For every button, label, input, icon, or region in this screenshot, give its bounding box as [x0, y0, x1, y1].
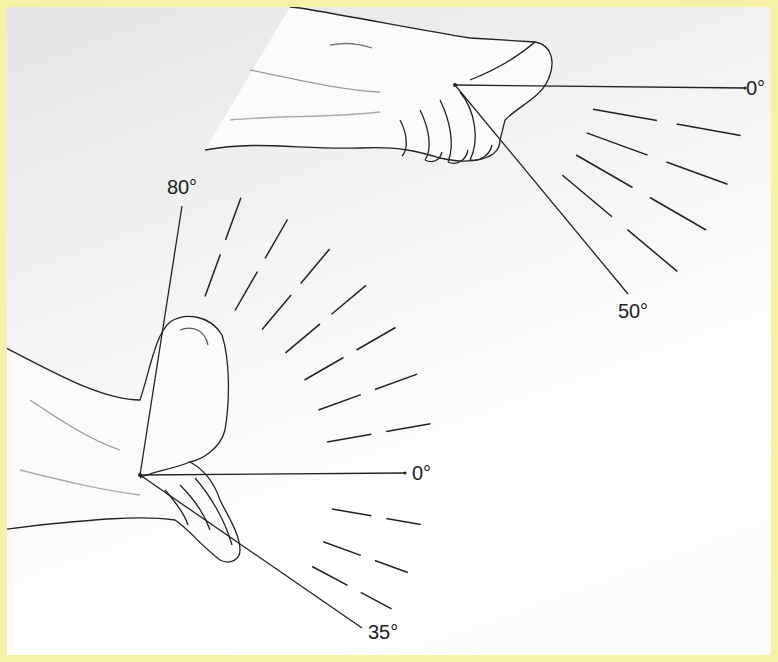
arc-dash	[235, 272, 258, 311]
bottom-foot	[7, 316, 240, 562]
pivot-dots	[138, 83, 747, 477]
angle-label: 35°	[366, 621, 400, 643]
arc-dash	[375, 561, 408, 573]
arc-dash	[650, 198, 706, 231]
arc-dash	[305, 358, 344, 381]
arc-dash	[593, 109, 657, 120]
angle-lines	[140, 85, 745, 628]
arc-dash	[627, 230, 677, 272]
arc-dash	[312, 567, 347, 586]
arc-dashes	[205, 109, 741, 609]
arc-dash	[327, 434, 371, 442]
arc-dash	[265, 220, 288, 259]
arc-dash	[576, 155, 632, 188]
arc-dash	[332, 285, 367, 314]
arc-dash	[319, 395, 361, 410]
arc-dash	[205, 254, 220, 296]
figure-frame: 0° 80° 50° 0° 35°	[7, 7, 771, 655]
arc-dash	[357, 328, 396, 351]
angle-label: 0°	[410, 462, 433, 484]
angle-label: 50°	[616, 300, 650, 322]
toe-motion-illustration	[7, 7, 771, 655]
arc-dash	[386, 424, 430, 432]
arc-dash	[375, 374, 417, 389]
arc-dash	[587, 133, 648, 155]
arc-dash	[323, 542, 361, 556]
arc-dash	[332, 509, 371, 516]
arc-dash	[386, 518, 421, 524]
arc-dash	[226, 198, 241, 240]
arc-dash	[666, 162, 727, 184]
angle-label: 80°	[165, 176, 199, 198]
arc-dash	[262, 295, 291, 330]
arc-dash	[286, 324, 321, 353]
arc-dash	[677, 124, 741, 135]
arc-dash	[562, 175, 612, 217]
angle-label: 0°	[744, 77, 767, 99]
arc-dash	[301, 249, 330, 284]
arc-dash	[361, 592, 392, 608]
